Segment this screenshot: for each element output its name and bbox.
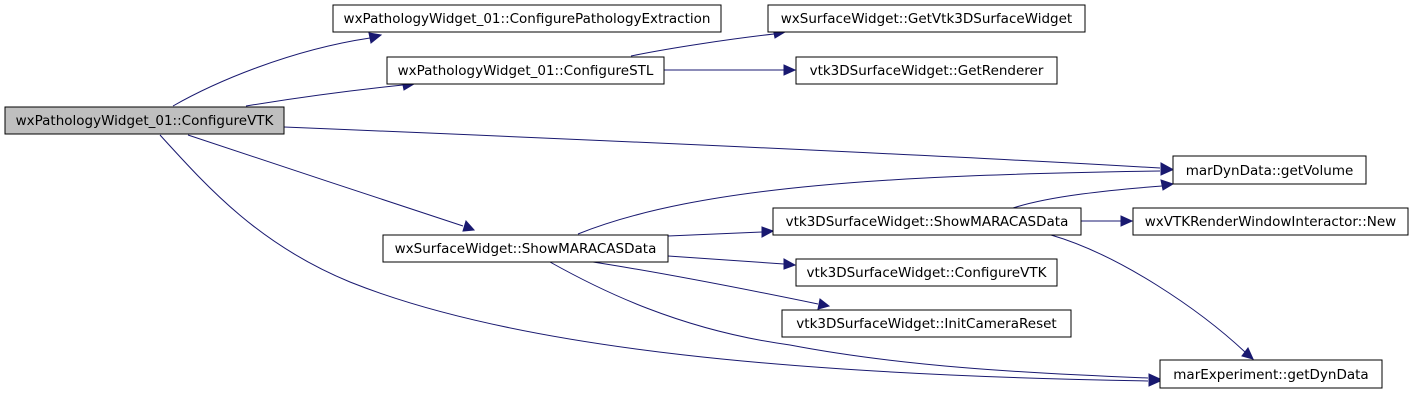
edge-wx-show-maracas-data-to-init-camera-reset	[592, 261, 831, 310]
node-get-vtk3d-surface-widget-label: wxSurfaceWidget::GetVtk3DSurfaceWidget	[781, 11, 1072, 27]
node-get-renderer[interactable]: vtk3DSurfaceWidget::GetRenderer	[795, 56, 1058, 85]
node-get-vtk3d-surface-widget[interactable]: wxSurfaceWidget::GetVtk3DSurfaceWidget	[767, 4, 1086, 33]
edge-wx-show-maracas-data-to-vtk-configure-vtk	[667, 255, 797, 270]
edge-vtk-show-maracas-data-to-get-volume	[1012, 179, 1175, 209]
edge-configure-vtk-to-wx-show-maracas-data	[187, 134, 476, 232]
node-wx-show-maracas-data[interactable]: wxSurfaceWidget::ShowMARACASData	[382, 234, 669, 263]
edge-wx-show-maracas-data-to-get-dyn-data	[549, 261, 1162, 385]
node-configure-pathology-extraction-label: wxPathologyWidget_01::ConfigurePathology…	[344, 11, 711, 27]
node-init-camera-reset[interactable]: vtk3DSurfaceWidget::InitCameraReset	[781, 309, 1072, 338]
edge-wx-show-maracas-data-to-get-volume	[577, 164, 1174, 235]
edge-configure-vtk-to-configure-pathology-extraction	[172, 32, 383, 107]
node-configure-vtk[interactable]: wxPathologyWidget_01::ConfigureVTK	[4, 106, 285, 135]
node-render-window-interactor-new[interactable]: wxVTKRenderWindowInteractor::New	[1132, 207, 1409, 236]
node-get-dyn-data-label: marExperiment::getDynData	[1173, 367, 1368, 383]
edge-wx-show-maracas-data-to-vtk-show-maracas-data	[667, 226, 775, 238]
node-get-volume-label: marDynData::getVolume	[1186, 163, 1354, 179]
node-get-renderer-label: vtk3DSurfaceWidget::GetRenderer	[810, 63, 1044, 79]
node-get-dyn-data[interactable]: marExperiment::getDynData	[1159, 359, 1383, 389]
node-configure-vtk-label: wxPathologyWidget_01::ConfigureVTK	[16, 113, 275, 129]
node-configure-stl-label: wxPathologyWidget_01::ConfigureSTL	[398, 63, 654, 79]
edge-vtk-show-maracas-data-to-get-dyn-data	[1050, 234, 1254, 360]
node-init-camera-reset-label: vtk3DSurfaceWidget::InitCameraReset	[796, 316, 1056, 332]
node-vtk-show-maracas-data-label: vtk3DSurfaceWidget::ShowMARACASData	[786, 214, 1069, 230]
node-configure-stl[interactable]: wxPathologyWidget_01::ConfigureSTL	[386, 56, 665, 85]
node-configure-pathology-extraction[interactable]: wxPathologyWidget_01::ConfigurePathology…	[332, 4, 722, 33]
node-wx-show-maracas-data-label: wxSurfaceWidget::ShowMARACASData	[395, 241, 657, 257]
node-vtk-configure-vtk-label: vtk3DSurfaceWidget::ConfigureVTK	[807, 265, 1048, 281]
node-vtk-show-maracas-data[interactable]: vtk3DSurfaceWidget::ShowMARACASData	[772, 207, 1082, 236]
node-render-window-interactor-new-label: wxVTKRenderWindowInteractor::New	[1145, 214, 1396, 230]
node-get-volume[interactable]: marDynData::getVolume	[1172, 155, 1367, 185]
edge-configure-vtk-to-get-volume	[283, 126, 1174, 174]
node-vtk-configure-vtk[interactable]: vtk3DSurfaceWidget::ConfigureVTK	[795, 258, 1058, 287]
edge-configure-stl-to-get-renderer	[664, 64, 797, 76]
edge-vtk-show-maracas-data-to-render-window-interactor-new	[1081, 215, 1134, 227]
